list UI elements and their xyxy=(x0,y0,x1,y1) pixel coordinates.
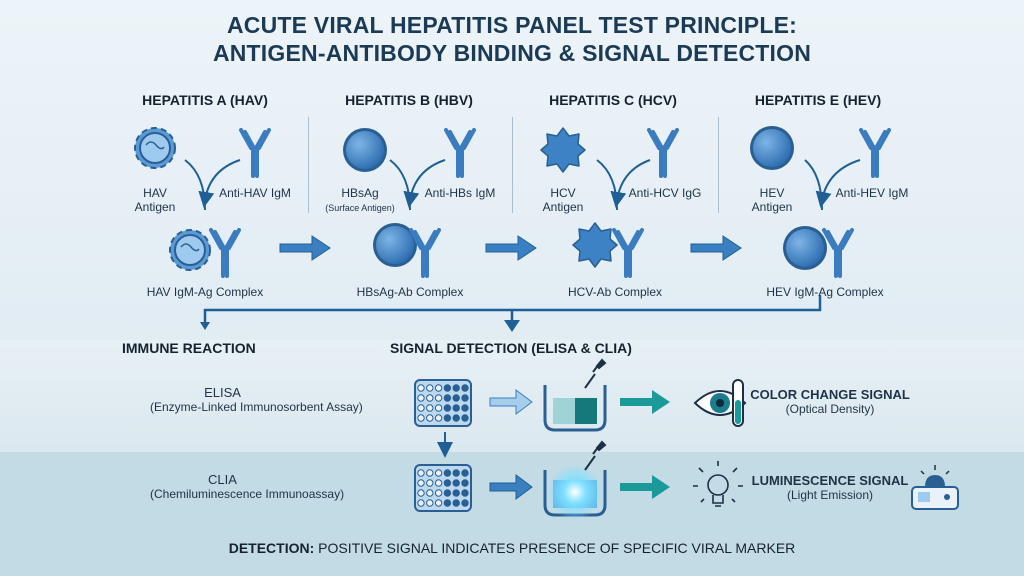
antibody-icon xyxy=(647,128,679,178)
hcv-antigen-icon xyxy=(540,127,586,173)
plate-well xyxy=(426,499,434,507)
plate-well xyxy=(417,394,425,402)
plate-well xyxy=(417,384,425,392)
plate-well xyxy=(443,384,452,392)
hbsag-icon xyxy=(343,128,387,172)
antibody-icon xyxy=(859,128,891,178)
dropper-icon xyxy=(584,358,607,471)
plate-well xyxy=(443,479,452,487)
plate-well xyxy=(426,479,434,487)
hav-antigen-icon xyxy=(134,127,176,169)
plate-well xyxy=(417,404,425,412)
plate-well xyxy=(452,404,460,412)
plate-well xyxy=(417,499,425,507)
hbv-antibody-label: Anti-HBs IgM xyxy=(424,186,496,200)
header-hev: HEPATITIS E (HEV) xyxy=(754,92,882,108)
lower-band-background xyxy=(0,452,1024,576)
complex-icon xyxy=(572,222,618,268)
plate-well xyxy=(452,469,460,477)
plate-well xyxy=(461,499,469,507)
antibody-icon xyxy=(239,128,271,178)
reaction-dish-icon xyxy=(543,385,607,520)
plate-well xyxy=(443,414,452,422)
plate-well xyxy=(461,469,469,477)
plate-well xyxy=(443,499,452,507)
hbv-complex-label: HBsAg-Ab Complex xyxy=(356,285,464,299)
plate-well xyxy=(417,489,425,497)
column-graphics xyxy=(134,126,891,278)
plate-well xyxy=(417,469,425,477)
plate-well xyxy=(426,489,434,497)
plate-well xyxy=(426,469,434,477)
plate-well xyxy=(443,469,452,477)
plate-well xyxy=(417,479,425,487)
plate-well xyxy=(461,414,469,422)
luminometer-device-icon xyxy=(911,465,959,510)
antibody-icon xyxy=(444,128,476,178)
plate-well xyxy=(443,489,452,497)
hav-antibody-label: Anti-HAV IgM xyxy=(219,186,291,200)
header-hbv: HEPATITIS B (HBV) xyxy=(345,92,473,108)
plate-well xyxy=(426,384,434,392)
plate-well xyxy=(452,479,460,487)
plate-well xyxy=(452,489,460,497)
plate-well xyxy=(452,384,460,392)
plate-well xyxy=(434,469,443,477)
detection-footer: DETECTION: POSITIVE SIGNAL INDICATES PRE… xyxy=(228,540,796,556)
divider xyxy=(512,117,513,213)
hev-antigen-icon xyxy=(750,126,794,170)
plate-well xyxy=(417,414,425,422)
title-line-2: ANTIGEN-ANTIBODY BINDING & SIGNAL DETECT… xyxy=(212,40,812,66)
hev-antibody-label: Anti-HEV IgM xyxy=(835,186,909,200)
hcv-complex-label: HCV-Ab Complex xyxy=(567,285,663,299)
divider xyxy=(308,117,309,213)
plate-well xyxy=(461,489,469,497)
hcv-antibody-label: Anti-HCV IgG xyxy=(628,186,702,200)
plate-well xyxy=(434,499,443,507)
plate-well xyxy=(434,394,443,402)
lab-bench-background xyxy=(0,340,1024,452)
plate-well xyxy=(434,404,443,412)
divider xyxy=(718,117,719,213)
plate-well xyxy=(461,479,469,487)
plate-well xyxy=(434,384,443,392)
elisa-label: ELISA(Enzyme-Linked Immunosorbent Assay) xyxy=(150,385,363,415)
plate-well xyxy=(461,394,469,402)
plate-well xyxy=(461,384,469,392)
eye-icon xyxy=(693,379,747,427)
header-hav: HEPATITIS A (HAV) xyxy=(142,92,268,108)
title-line-1: ACUTE VIRAL HEPATITIS PANEL TEST PRINCIP… xyxy=(226,12,797,38)
flow-arrows xyxy=(279,235,742,261)
complex-icon xyxy=(783,226,827,270)
hev-complex-label: HEV IgM-Ag Complex xyxy=(766,285,884,299)
plate-well xyxy=(443,394,452,402)
plate-well xyxy=(434,489,443,497)
luminescence-signal-label: LUMINESCENCE SIGNAL(Light Emission) xyxy=(751,473,909,503)
signal-detection-heading: SIGNAL DETECTION (ELISA & CLIA) xyxy=(390,340,632,356)
plate-well xyxy=(426,414,434,422)
light-bulb-icon xyxy=(693,461,743,507)
plate-well xyxy=(434,414,443,422)
hav-complex-label: HAV IgM-Ag Complex xyxy=(146,285,264,299)
plate-well xyxy=(434,479,443,487)
color-change-signal-label: COLOR CHANGE SIGNAL(Optical Density) xyxy=(750,387,910,417)
plate-well xyxy=(452,414,460,422)
header-hcv: HEPATITIS C (HCV) xyxy=(549,92,677,108)
clia-label: CLIA(Chemiluminescence Immunoassay) xyxy=(150,472,345,502)
complex-icon xyxy=(169,229,211,271)
plate-well xyxy=(443,404,452,412)
immune-reaction-heading: IMMUNE REACTION xyxy=(122,340,256,356)
plate-well xyxy=(452,499,460,507)
hbv-antigen-label: HBsAg(Surface Antigen) xyxy=(325,186,395,213)
plate-well xyxy=(452,394,460,402)
plate-well xyxy=(426,404,434,412)
plate-well xyxy=(426,394,434,402)
plate-well xyxy=(461,404,469,412)
